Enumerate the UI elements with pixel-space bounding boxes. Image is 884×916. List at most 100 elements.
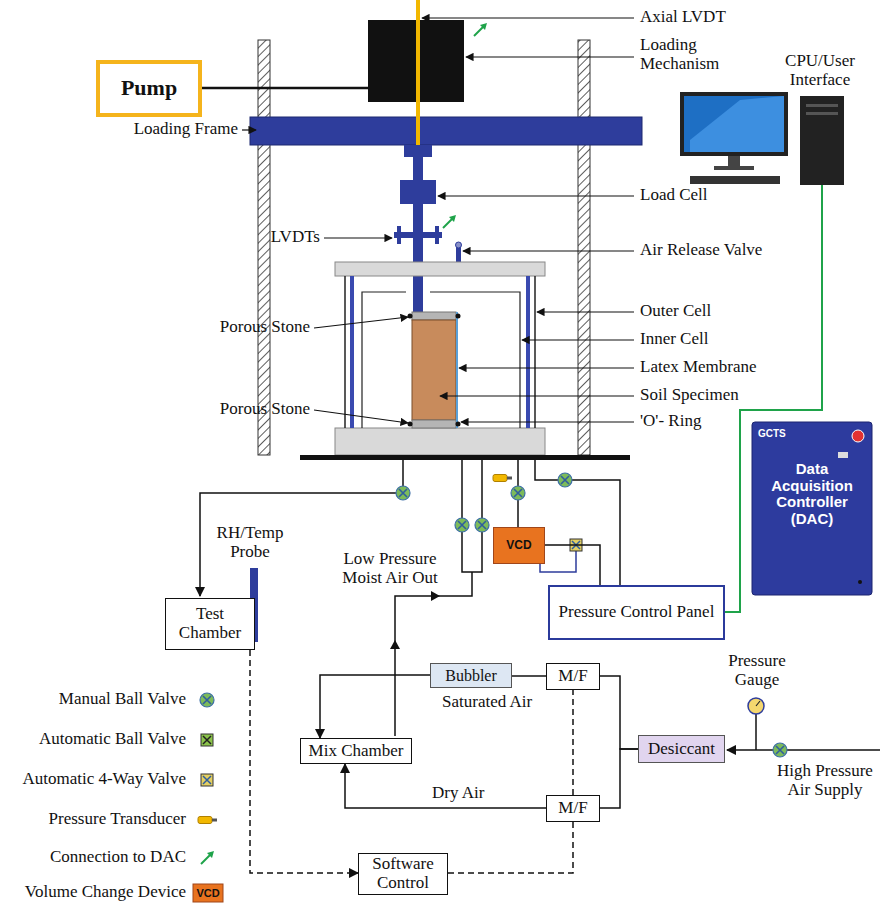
part-label: High Pressure Air Supply [770,762,880,799]
legend-symbols [193,693,223,902]
valves [475,518,489,532]
leader-lines [466,56,634,57]
part-label: RH/Temp Probe [200,524,300,561]
node-text: Data Acquisition Controller (DAC) [758,461,866,527]
legend-symbols [201,851,214,864]
computer [800,96,844,185]
pressure-gauge [756,701,760,706]
air-release-valve [456,242,462,262]
pump-box: Pump [96,60,202,117]
dac-panel [858,580,862,584]
flow-connector [320,675,430,738]
part-label: Axial LVDT [640,8,800,27]
air-release-valve [456,242,462,248]
part-label: Outer Cell [640,302,760,321]
legend-symbols [200,693,214,707]
node-text: Desiccant [648,740,715,759]
legend-entry: Pressure Transducer [6,810,186,829]
load-rod [400,180,436,204]
triaxial-cell [350,276,354,428]
legend-symbols [198,817,217,824]
flow-connector [512,675,546,677]
part-label: Load Cell [640,186,760,205]
dac-panel [752,422,872,595]
node-text: VCD [506,539,531,552]
part-label: 'O'- Ring [640,412,760,431]
desiccant-box: Desiccant [638,735,725,763]
flow-connector [545,545,600,585]
soil-specimen [456,314,461,319]
load-rod [413,145,423,312]
base-plate [300,455,630,460]
load-rod [404,145,432,157]
test-chamber-box: Test Chamber [165,598,255,650]
valves [474,23,487,36]
dac-controller: GCTS Data Acquisition Controller (DAC) [752,422,872,595]
legend-symbols [201,774,213,786]
pressure-panel-box: Pressure Control Panel [548,585,725,640]
leader-lines [314,410,408,423]
part-label: CPU/User Interface [762,52,878,89]
legend-symbols [201,734,213,746]
legend-entry: Connection to DAC [6,848,186,867]
load-rod [435,226,439,244]
soil-specimen [456,422,461,427]
part-label: Inner Cell [640,330,760,349]
flow-connector [345,764,546,808]
leader-lines [537,311,634,312]
soil-specimen [412,420,456,428]
part-label: Low Pressure Moist Air Out [330,550,450,587]
node-text: GCTS [758,428,786,439]
pipework [727,749,880,751]
flow-meter-box: M/F [546,795,600,822]
computer [806,104,838,107]
part-label: Porous Stone [180,400,310,419]
loading-frame [578,40,590,455]
volume-change-device: VCD [493,527,545,564]
triaxial-cell [335,428,545,455]
computer [684,96,784,152]
computer [714,166,754,170]
valves [443,215,456,228]
software-control-box: Software Control [358,853,448,895]
legend-entry: Automatic Ball Valve [6,730,186,749]
leader-lines [422,17,634,18]
valves [396,486,410,500]
computer [690,176,780,184]
loading-mechanism [202,87,368,90]
dac-panel [752,422,872,595]
pipework [200,460,880,750]
loading-frame [258,40,270,455]
flow-arrowheads [390,640,400,649]
computer [680,92,788,156]
valves [773,743,787,757]
pipework [535,460,620,585]
leader-lines [463,250,634,251]
node-text: Software Control [359,855,447,892]
flow-connector [572,690,574,795]
mix-chamber-box: Mix Chamber [300,738,412,764]
pipework [540,551,576,572]
node-text: M/F [558,667,587,686]
flow-meter-box: M/F [546,663,600,690]
part-label: Loading Mechanism [640,36,750,73]
load-rod [397,226,401,244]
pipework [462,460,482,572]
node-text: M/F [558,799,587,818]
leader-lines [242,129,256,130]
legend-entry: Automatic 4-Way Valve [6,770,186,789]
node-text: Pump [121,76,177,100]
valves [558,473,572,487]
part-label: LVDTs [240,228,320,247]
loading-frame [250,40,642,455]
flow-arrowheads [431,591,440,601]
dac-panel [838,452,848,458]
triaxial-cell [335,262,545,276]
legend-entry: Manual Ball Valve [6,690,186,709]
leader-lines [461,421,634,422]
node-text: Bubbler [445,667,497,685]
flow-connector [448,822,573,873]
pressure-gauge [748,698,764,714]
leader-lines [314,317,408,328]
edge-label: Saturated Air [440,693,534,712]
